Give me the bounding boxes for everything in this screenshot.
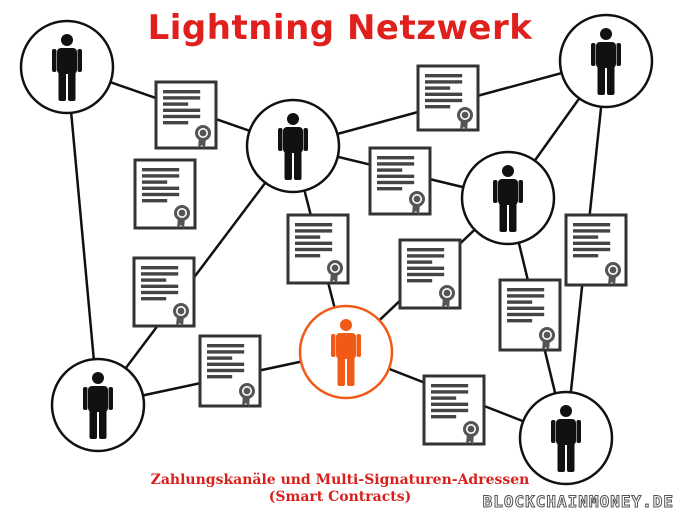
contract-document-icon — [422, 374, 486, 446]
caption-line-1: Zahlungskanäle und Multi-Signaturen-Adre… — [150, 472, 530, 488]
contract-document-icon — [416, 64, 480, 132]
network-node — [518, 390, 614, 486]
person-icon — [278, 113, 308, 180]
person-icon — [83, 372, 113, 439]
channel-edge — [65, 66, 100, 406]
highlighted-node — [298, 304, 394, 400]
person-icon — [551, 405, 581, 472]
contract-document-icon — [133, 158, 197, 230]
person-icon — [591, 28, 621, 95]
person-icon — [331, 319, 361, 386]
network-node — [460, 150, 556, 246]
contract-document-icon — [498, 278, 562, 352]
network-node — [558, 13, 654, 109]
contract-document-icon — [286, 213, 350, 285]
network-nodes — [19, 13, 654, 486]
network-node — [245, 98, 341, 194]
person-icon — [493, 165, 523, 232]
diagram-title: Lightning Netzwerk — [147, 8, 533, 48]
person-icon — [52, 34, 82, 101]
contract-document-icon — [154, 80, 218, 150]
contract-document-icon — [132, 256, 196, 328]
network-node — [19, 19, 115, 115]
brand-watermark: BLOCKCHAINMONEY.DE — [482, 492, 674, 512]
contract-documents — [132, 64, 628, 446]
contract-document-icon — [398, 238, 462, 310]
contract-document-icon — [198, 334, 262, 408]
network-node — [50, 357, 146, 453]
caption-line-2: (Smart Contracts) — [268, 489, 412, 505]
contract-document-icon — [564, 213, 628, 287]
contract-document-icon — [368, 146, 432, 216]
